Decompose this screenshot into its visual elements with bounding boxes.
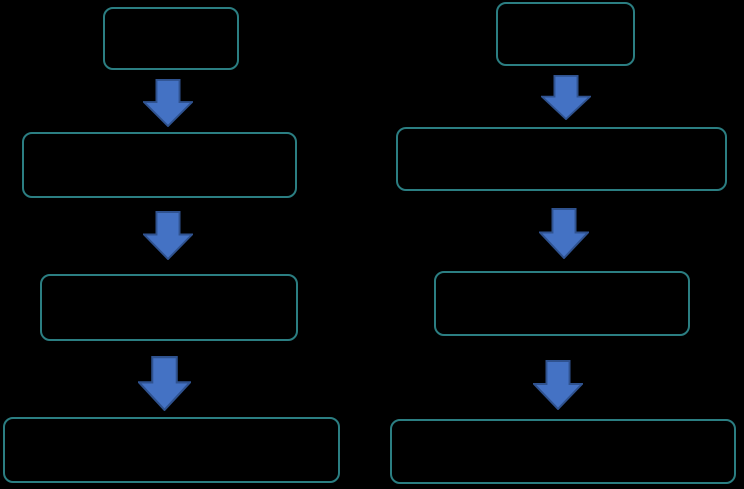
flow-node-right-3 <box>434 271 690 336</box>
down-arrow-left-1 <box>143 79 193 127</box>
flow-node-right-2 <box>396 127 727 191</box>
down-arrow-left-2 <box>143 211 193 260</box>
flow-node-right-1 <box>496 2 635 66</box>
flow-node-left-3 <box>40 274 298 341</box>
down-arrow-right-3 <box>533 360 583 410</box>
flow-node-left-2 <box>22 132 297 198</box>
flow-node-left-4 <box>3 417 340 483</box>
down-arrow-right-1 <box>541 75 591 120</box>
down-arrow-left-3 <box>138 356 191 411</box>
flow-node-left-1 <box>103 7 239 70</box>
down-arrow-right-2 <box>539 208 589 259</box>
flow-node-right-4 <box>390 419 736 484</box>
